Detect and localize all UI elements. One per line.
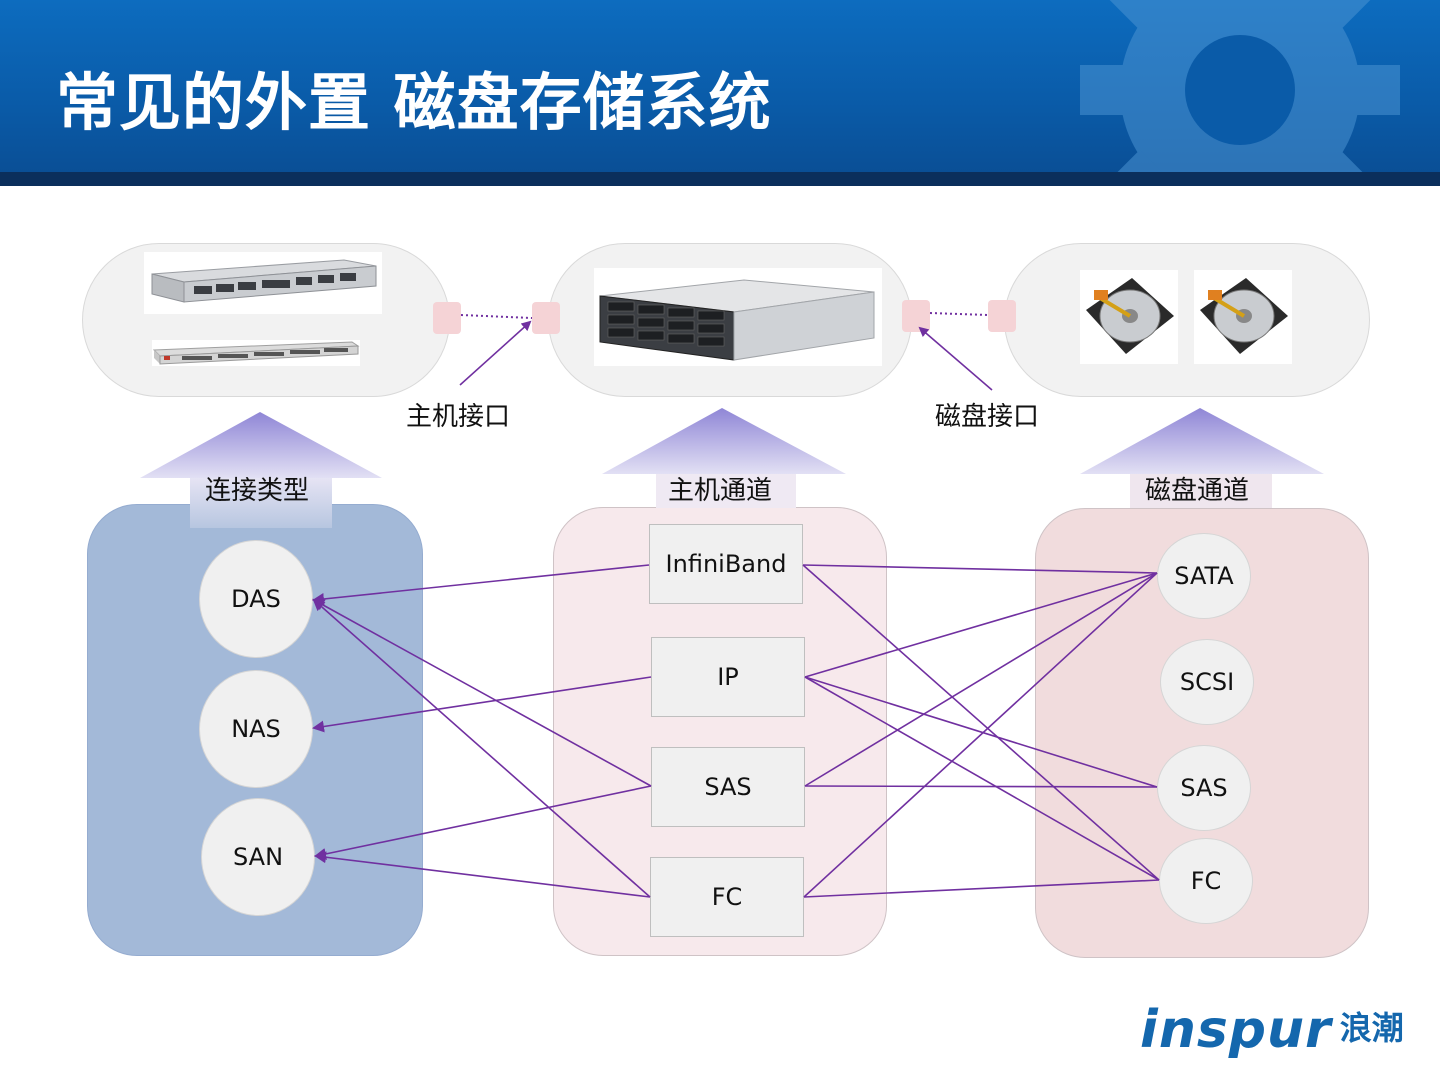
- node-sas-disk: SAS: [1157, 745, 1251, 831]
- disk-interface-label: 磁盘接口: [935, 402, 1040, 432]
- host-channel-header: 主机通道: [668, 476, 773, 506]
- logo-text-en: inspur: [1140, 1000, 1332, 1060]
- disk-port-right: [988, 300, 1016, 332]
- node-infiniband: InfiniBand: [649, 524, 803, 604]
- host-port-right: [532, 302, 560, 334]
- host-port-left: [433, 302, 461, 334]
- rack-server-icon: [144, 252, 382, 314]
- host-interface-label: 主机接口: [406, 402, 511, 432]
- connection-type-header: 连接类型: [205, 476, 310, 506]
- disk-channel-header: 磁盘通道: [1145, 476, 1250, 506]
- node-san: SAN: [201, 798, 315, 916]
- disk-port-left: [902, 300, 930, 332]
- node-das: DAS: [199, 540, 313, 658]
- hard-disk-icon: [1194, 270, 1292, 364]
- node-fc-host: FC: [650, 857, 804, 937]
- node-sata: SATA: [1157, 533, 1251, 619]
- slide-title: 常见的外置 磁盘存储系统: [56, 66, 772, 139]
- header-bar: [0, 172, 1440, 186]
- gear-icon: [1080, 0, 1400, 172]
- logo-text-cn: 浪潮: [1339, 1009, 1404, 1047]
- network-switch-icon: [152, 340, 360, 366]
- node-nas: NAS: [199, 670, 313, 788]
- storage-array-icon: [594, 268, 882, 366]
- hard-disk-icon: [1080, 270, 1178, 364]
- node-sas-host: SAS: [651, 747, 805, 827]
- disk-device-pill: [1004, 243, 1370, 397]
- node-ip: IP: [651, 637, 805, 717]
- node-scsi: SCSI: [1160, 639, 1254, 725]
- slide-header: 常见的外置 磁盘存储系统: [0, 0, 1440, 172]
- node-fc-disk: FC: [1159, 838, 1253, 924]
